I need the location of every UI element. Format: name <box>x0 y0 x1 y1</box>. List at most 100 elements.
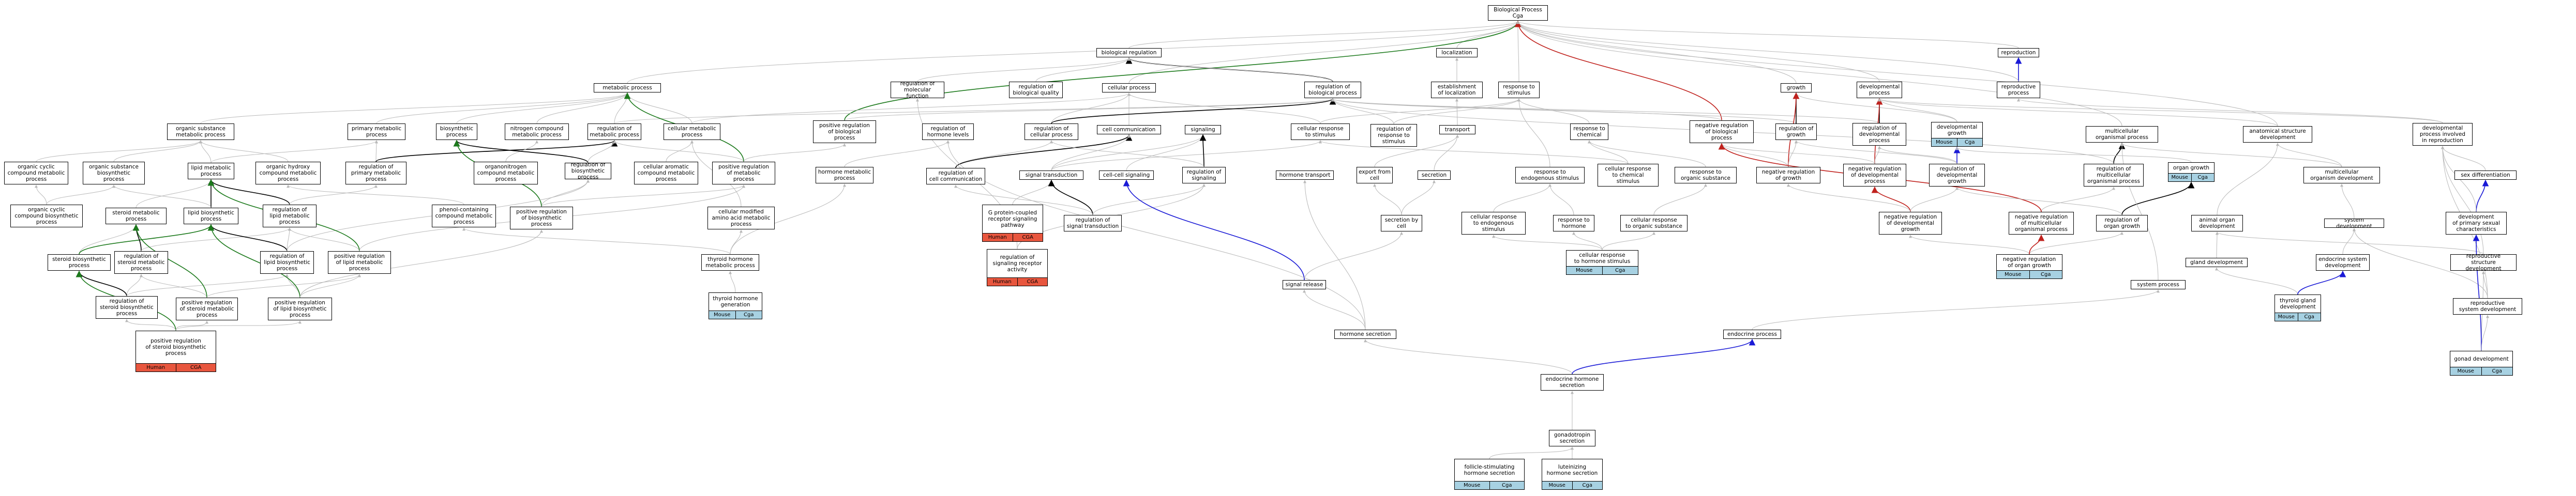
node-devproc[interactable]: developmental process <box>1857 82 1902 98</box>
node-reprodproc[interactable]: reproductive process <box>1997 82 2040 98</box>
node-cellrespendo[interactable]: cellular response to endogenous stimulus <box>1462 212 1526 235</box>
node-negregmulti[interactable]: negative regulation of multicellular org… <box>2009 212 2074 235</box>
node-regcellcomm[interactable]: regulation of cell communication <box>926 168 985 184</box>
node-cellcellsig[interactable]: cell-cell signaling <box>1099 171 1154 180</box>
node-regsteroidmet[interactable]: regulation of steroid metabolic process <box>114 251 168 274</box>
node-reggrowth[interactable]: regulation of growth <box>1775 123 1817 140</box>
node-resptochem[interactable]: response to chemical <box>1570 123 1608 140</box>
node-negregdev[interactable]: negative regulation of developmental pro… <box>1843 164 1906 187</box>
node-resphormone[interactable]: response to hormone <box>1553 215 1594 231</box>
node-hormsec[interactable]: hormone secretion <box>1334 330 1396 339</box>
node-respstim[interactable]: response to stimulus <box>1498 82 1540 98</box>
node-posregmet[interactable]: positive regulation of metabolic process <box>712 162 775 184</box>
node-endoproc[interactable]: endocrine process <box>1723 330 1781 339</box>
node-biolreg[interactable]: biological regulation <box>1096 48 1162 57</box>
node-secretion[interactable]: secretion <box>1418 171 1451 180</box>
node-orgcycbio[interactable]: organic cyclic compound biosynthetic pro… <box>10 205 83 227</box>
node-hormmet[interactable]: hormone metabolic process <box>816 167 873 183</box>
node-cellresp[interactable]: cellular response to stimulus <box>1291 123 1350 140</box>
node-anatstruct[interactable]: anatomical structure development <box>2243 126 2312 143</box>
node-gpcr[interactable]: G protein-coupled receptor signaling pat… <box>982 205 1043 242</box>
node-cellarom[interactable]: cellular aromatic compound metabolic pro… <box>634 162 698 184</box>
node-transport[interactable]: transport <box>1439 125 1475 134</box>
node-multiorg[interactable]: multicellular organismal process <box>2086 126 2158 143</box>
node-regcellproc[interactable]: regulation of cellular process <box>1025 123 1078 140</box>
node-exportcell[interactable]: export from cell <box>1357 167 1393 183</box>
node-endosysdev[interactable]: endocrine system development <box>2316 254 2370 271</box>
node-glanddev[interactable]: gland development <box>2186 258 2248 267</box>
node-regmetproc[interactable]: regulation of metabolic process <box>587 123 641 140</box>
node-steroidmet[interactable]: steroid metabolic process <box>106 208 167 224</box>
node-regdevgrowth[interactable]: regulation of developmental growth <box>1929 164 1985 187</box>
node-cellmet[interactable]: cellular metabolic process <box>664 123 720 140</box>
node-metabolic[interactable]: metabolic process <box>594 83 661 92</box>
node-regmultiorg[interactable]: regulation of multicellular organismal p… <box>2084 164 2144 187</box>
node-respendo[interactable]: response to endogenous stimulus <box>1515 167 1585 183</box>
node-reglipidmet[interactable]: regulation of lipid metabolic process <box>263 205 317 227</box>
node-sysproc[interactable]: system process <box>2131 280 2186 289</box>
node-posregbiol[interactable]: positive regulation of biological proces… <box>813 120 876 143</box>
node-cellproc[interactable]: cellular process <box>1102 83 1156 92</box>
node-posreglipidbio[interactable]: positive regulation of lipid biosyntheti… <box>268 298 332 320</box>
node-regsteroidbio[interactable]: regulation of steroid biosynthetic proce… <box>96 296 158 319</box>
node-cellresppchem[interactable]: cellular response to chemical stimulus <box>1598 164 1659 187</box>
node-thyroidmet[interactable]: thyroid hormone metabolic process <box>701 254 759 271</box>
node-regrespstim[interactable]: regulation of response to stimulus <box>1370 124 1417 147</box>
node-regbiolproc[interactable]: regulation of biological process <box>1304 82 1361 98</box>
node-orghydroxy[interactable]: organic hydroxy compound metabolic proce… <box>255 162 321 184</box>
node-lipidbio[interactable]: lipid biosynthetic process <box>184 208 238 224</box>
node-resporgsub[interactable]: response to organic substance <box>1675 167 1737 183</box>
node-regmolfunc2[interactable]: regulation of hormone levels <box>922 123 974 140</box>
node-reglipidbio[interactable]: regulation of lipid biosynthetic process <box>260 251 314 274</box>
node-bp[interactable]: Biological Process Cga <box>1488 5 1548 21</box>
node-multidev[interactable]: multicellular organism development <box>2303 167 2380 183</box>
node-regsignaling[interactable]: regulation of signaling <box>1182 167 1226 183</box>
node-lipidmet[interactable]: lipid metabolic process <box>188 163 234 179</box>
node-systemdev[interactable]: system development <box>2324 219 2384 228</box>
node-cellmodamino[interactable]: cellular modified amino acid metabolic p… <box>707 207 775 229</box>
node-gonadotropin[interactable]: gonadotropin secretion <box>1549 430 1595 446</box>
node-posregsteroidmet[interactable]: positive regulation of steroid metabolic… <box>176 298 238 320</box>
node-posregsteroidbio[interactable]: positive regulation of steroid biosynthe… <box>135 331 216 372</box>
node-cellresporg[interactable]: cellular response to organic substance <box>1620 215 1688 231</box>
node-biosynth[interactable]: biosynthetic process <box>436 123 477 140</box>
node-regmolfunc[interactable]: regulation of molecular function <box>891 82 944 98</box>
node-negregdevgrowth[interactable]: negative regulation of developmental gro… <box>1879 212 1942 235</box>
node-regdevproc[interactable]: regulation of developmental process <box>1852 123 1906 146</box>
node-regbiolqual[interactable]: regulation of biological quality <box>1009 82 1063 98</box>
node-endohormsec[interactable]: endocrine hormone secretion <box>1541 374 1604 391</box>
node-orgcyclic[interactable]: organic cyclic compound metabolic proces… <box>4 162 68 184</box>
node-sexdiff[interactable]: sex differentiation <box>2454 171 2517 180</box>
node-establoc[interactable]: establishment of localization <box>1431 82 1483 98</box>
node-regbiosynth[interactable]: regulation of biosynthetic process <box>565 163 611 179</box>
node-reprodstruct[interactable]: reproductive structure development <box>2450 254 2517 271</box>
node-posreglipidmet[interactable]: positive regulation of lipid metabolic p… <box>328 251 391 274</box>
node-phenol[interactable]: phenol-containing compound metabolic pro… <box>432 205 496 227</box>
node-reprodsysdev[interactable]: reproductive system development <box>2453 298 2522 315</box>
node-secretioncell[interactable]: secretion by cell <box>1381 215 1422 231</box>
node-sigtrans[interactable]: signal transduction <box>1019 171 1083 180</box>
node-reproduction[interactable]: reproduction <box>1998 48 2039 57</box>
node-posregbiosynth[interactable]: positive regulation of biosynthetic proc… <box>510 207 573 229</box>
node-steroidbio[interactable]: steroid biosynthetic process <box>48 254 111 271</box>
node-orgsubstbio[interactable]: organic substance biosynthetic process <box>83 162 145 184</box>
node-cellcomm[interactable]: cell communication <box>1097 125 1161 134</box>
node-regorgangrowth[interactable]: regulation of organ growth <box>2096 215 2148 231</box>
node-orgsubst[interactable]: organic substance metabolic process <box>167 123 234 140</box>
node-devreprod[interactable]: developmental process involved in reprod… <box>2413 123 2473 146</box>
node-regsigrec[interactable]: regulation of signaling receptor activit… <box>987 249 1048 286</box>
node-regsigtrans[interactable]: regulation of signal transduction <box>1064 215 1122 231</box>
node-signalrelease[interactable]: signal release <box>1283 280 1326 289</box>
node-nitrogen[interactable]: nitrogen compound metabolic process <box>505 123 569 140</box>
node-negregbiol[interactable]: negative regulation of biological proces… <box>1690 120 1754 143</box>
node-devprimsex[interactable]: development of primary sexual characteri… <box>2446 212 2507 235</box>
node-growth[interactable]: growth <box>1781 83 1812 92</box>
